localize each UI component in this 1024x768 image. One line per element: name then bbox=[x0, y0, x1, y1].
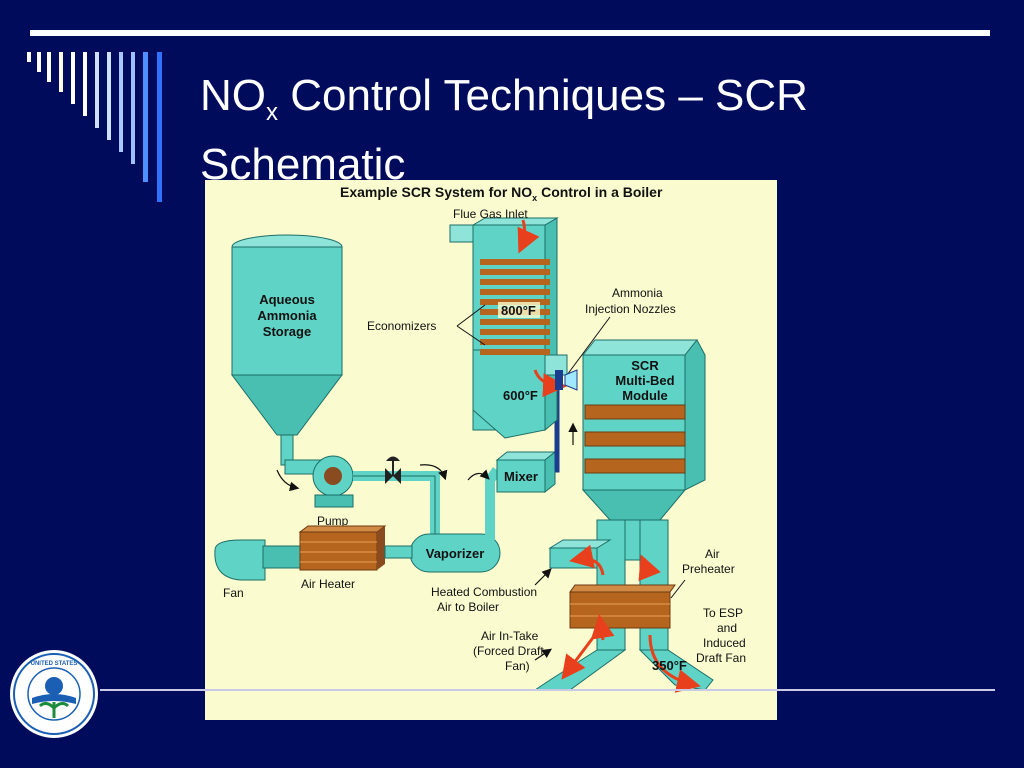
heated-air-label-2: Air to Boiler bbox=[437, 600, 499, 614]
slide-title: NOx Control Techniques – SCR Schematic bbox=[200, 70, 980, 191]
flue-gas-arrow bbox=[517, 219, 540, 254]
air-intake-label-2: (Forced Draft bbox=[473, 644, 544, 658]
pipe-heater-to-vaporizer bbox=[384, 545, 413, 559]
vaporizer-label: Vaporizer bbox=[426, 546, 485, 561]
footer-rule bbox=[100, 689, 995, 691]
diagram-heading: Example SCR System for NOx Control in a … bbox=[340, 184, 663, 203]
heated-air-label-1: Heated Combustion bbox=[431, 585, 537, 599]
nozzles-label-2: Injection Nozzles bbox=[585, 302, 676, 316]
injection-nozzles bbox=[555, 369, 578, 391]
mixer-label: Mixer bbox=[504, 469, 538, 484]
pipe-vaporizer-to-mixer bbox=[485, 467, 502, 540]
nozzles-label-1: Ammonia bbox=[612, 286, 663, 300]
storage-label-2: Ammonia bbox=[257, 308, 317, 323]
mixer bbox=[495, 450, 557, 494]
valve-icon bbox=[385, 456, 401, 484]
scr-label-1: SCR bbox=[631, 358, 659, 373]
slide-title-suffix: Control Techniques – SCR Schematic bbox=[200, 71, 808, 189]
air-preheater-label-1: Air bbox=[705, 547, 720, 561]
air-intake-label-3: Fan) bbox=[505, 659, 530, 673]
epa-seal-logo: UNITED STATES bbox=[10, 650, 98, 738]
temp-600-label: 600°F bbox=[503, 388, 538, 403]
svg-text:UNITED STATES: UNITED STATES bbox=[31, 661, 78, 667]
pump-label: Pump bbox=[317, 514, 349, 528]
esp-label-4: Draft Fan bbox=[696, 651, 746, 665]
esp-label-2: and bbox=[717, 621, 737, 635]
esp-label-1: To ESP bbox=[703, 606, 743, 620]
flue-gas-inlet-label: Flue Gas Inlet bbox=[453, 207, 528, 221]
decorative-stripes bbox=[27, 52, 162, 202]
scr-label-2: Multi-Bed bbox=[615, 373, 674, 388]
air-heater bbox=[298, 525, 387, 571]
storage-label-3: Storage bbox=[263, 324, 311, 339]
air-heater-label: Air Heater bbox=[301, 577, 355, 591]
fan-label: Fan bbox=[223, 586, 244, 600]
storage-label-1: Aqueous bbox=[259, 292, 315, 307]
fan bbox=[214, 539, 304, 581]
economizers-label: Economizers bbox=[367, 319, 436, 333]
ammonia-storage-tank bbox=[231, 234, 343, 466]
temp-350-label: 350°F bbox=[652, 658, 687, 673]
scr-schematic-svg: Example SCR System for NOx Control in a … bbox=[214, 184, 746, 693]
title-rule-top bbox=[30, 30, 990, 36]
boiler-duct bbox=[449, 217, 568, 439]
air-preheater-label-2: Preheater bbox=[682, 562, 735, 576]
scr-schematic-figure: Example SCR System for NOx Control in a … bbox=[205, 180, 777, 720]
temp-800-label: 800°F bbox=[501, 303, 536, 318]
air-intake-label-1: Air In-Take bbox=[481, 629, 539, 643]
esp-label-3: Induced bbox=[703, 636, 746, 650]
pump bbox=[284, 455, 354, 508]
slide-title-prefix: NO bbox=[200, 71, 266, 120]
slide-title-subscript: x bbox=[266, 98, 278, 126]
scr-label-3: Module bbox=[622, 388, 668, 403]
